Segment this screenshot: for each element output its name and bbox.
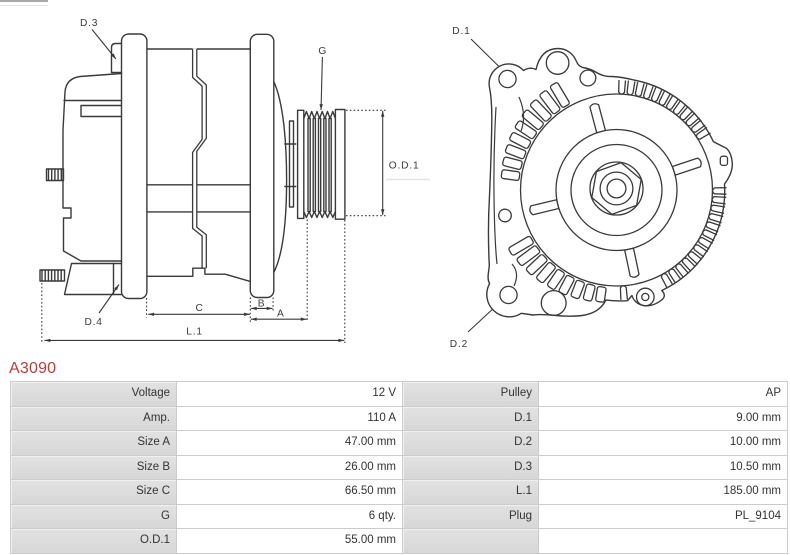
svg-text:L.1: L.1: [186, 326, 203, 337]
svg-text:A: A: [277, 309, 285, 320]
svg-text:B: B: [258, 299, 266, 310]
svg-text:D.2: D.2: [450, 339, 468, 350]
svg-text:D.4: D.4: [85, 317, 103, 328]
svg-text:D.1: D.1: [452, 26, 470, 37]
svg-text:C: C: [196, 303, 204, 314]
svg-text:O.D.1: O.D.1: [389, 161, 420, 172]
svg-text:D.3: D.3: [80, 18, 98, 29]
svg-text:G: G: [318, 46, 327, 57]
